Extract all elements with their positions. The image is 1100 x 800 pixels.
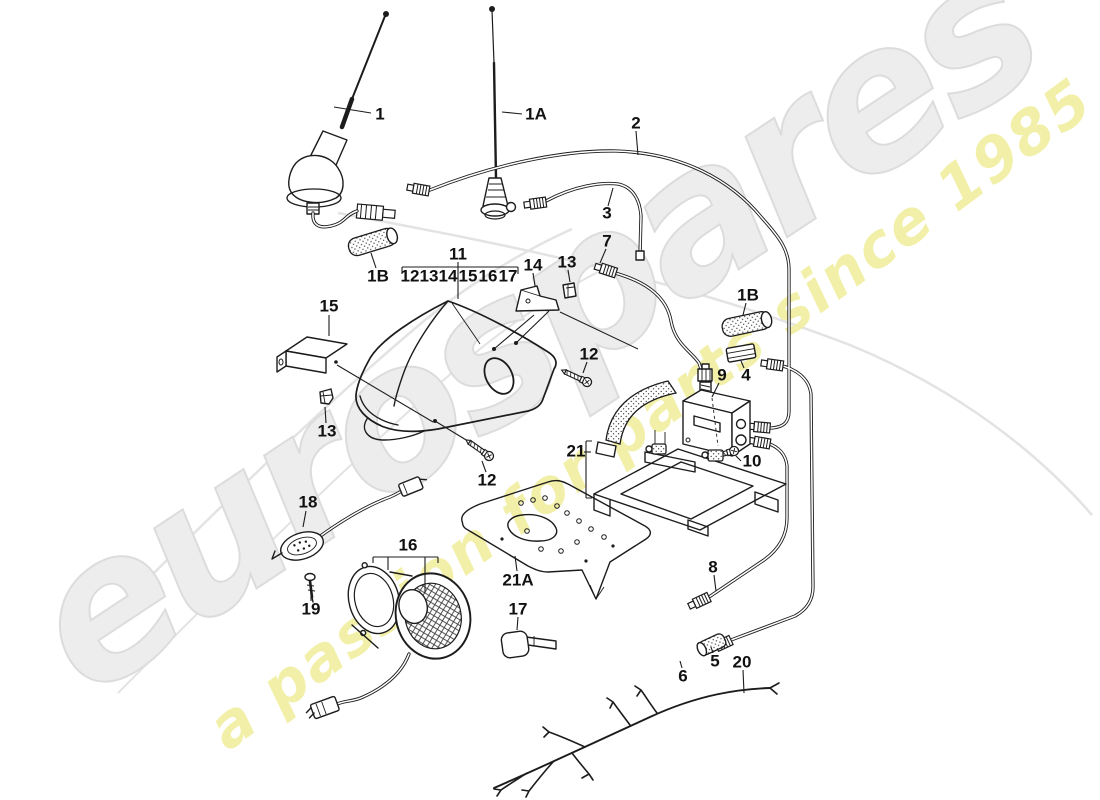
callout-leader-3 xyxy=(607,187,614,207)
callout-leader-12 xyxy=(582,361,588,374)
callout-14: 14 xyxy=(524,255,543,274)
callout-leader-12 xyxy=(481,460,487,473)
connector-plugs xyxy=(405,181,785,655)
callout-1B: 1B xyxy=(367,266,389,285)
callout-1: 1 xyxy=(375,104,384,123)
callout-20: 20 xyxy=(733,652,752,671)
callout-19: 19 xyxy=(302,599,321,618)
callout-3: 3 xyxy=(602,203,611,222)
microphone xyxy=(271,476,428,561)
callout-13: 13 xyxy=(318,421,337,440)
mounting-strap xyxy=(595,380,678,458)
callout-12: 12 xyxy=(580,344,599,363)
callout-leader-17 xyxy=(516,616,519,631)
adapter-4 xyxy=(725,343,757,363)
callout-1A: 1A xyxy=(525,104,547,123)
callout-12: 12 xyxy=(401,266,420,285)
callout-2: 2 xyxy=(631,113,640,132)
callout-17: 17 xyxy=(499,266,518,285)
connector-8 xyxy=(686,591,712,612)
callout-15: 15 xyxy=(320,296,339,315)
callout-12: 12 xyxy=(478,470,497,489)
callout-leader-1B xyxy=(370,252,377,269)
callout-leader-8 xyxy=(713,574,717,592)
callout-leader-4 xyxy=(740,360,745,369)
callout-leader-14 xyxy=(532,272,536,287)
callout-leader-13 xyxy=(567,269,571,283)
mounting-plate xyxy=(461,479,652,600)
callout-10: 10 xyxy=(743,451,762,470)
callout-13: 13 xyxy=(558,252,577,271)
roof-antenna xyxy=(286,11,396,221)
mounting-frame xyxy=(585,440,787,537)
callout-leader-1 xyxy=(333,106,372,114)
callout-21: 21 xyxy=(567,441,586,460)
callout-leader-21A xyxy=(514,555,518,572)
callout-11: 11 xyxy=(449,244,467,263)
bracket-17 xyxy=(500,630,557,659)
callout-4: 4 xyxy=(741,365,751,384)
callout-1B: 1B xyxy=(737,285,759,304)
callout-16: 16 xyxy=(479,266,498,285)
clip-13-left xyxy=(319,388,334,405)
callout-leader-13 xyxy=(324,406,327,424)
foam-sleeve-right xyxy=(721,311,773,337)
clip-13-top xyxy=(562,282,577,299)
foam-sleeve-left xyxy=(347,227,399,257)
callout-leader-7 xyxy=(599,248,607,264)
callout-21A: 21A xyxy=(502,570,533,589)
callout-18: 18 xyxy=(299,492,318,511)
callout-leader-5 xyxy=(710,646,714,654)
callout-16: 16 xyxy=(399,535,418,554)
callout-leader-9 xyxy=(711,382,720,398)
connector-6 xyxy=(696,633,727,657)
callout-leader-1A xyxy=(501,111,523,115)
callout-9: 9 xyxy=(717,365,726,384)
callout-leader-2 xyxy=(635,130,639,156)
callout-leader-1B xyxy=(742,302,747,316)
callout-leader-18 xyxy=(302,510,307,528)
callout-leader-6 xyxy=(679,660,683,669)
callout-13: 13 xyxy=(420,266,439,285)
callout-leader-20 xyxy=(742,669,745,694)
callout-15: 15 xyxy=(459,266,478,285)
callout-5: 5 xyxy=(710,651,719,670)
bracket-15 xyxy=(276,336,434,423)
wiring-harness xyxy=(493,682,780,798)
callout-brackets xyxy=(372,266,519,593)
speaker xyxy=(305,562,472,720)
callout-6: 6 xyxy=(678,666,687,685)
amplifier xyxy=(644,363,751,473)
bracket-14 xyxy=(515,285,560,312)
callout-7: 7 xyxy=(602,231,611,250)
callout-8: 8 xyxy=(708,557,717,576)
callout-leader-10 xyxy=(735,455,742,462)
callout-17: 17 xyxy=(509,599,528,618)
whip-antenna xyxy=(480,6,517,220)
callout-14: 14 xyxy=(439,266,458,285)
